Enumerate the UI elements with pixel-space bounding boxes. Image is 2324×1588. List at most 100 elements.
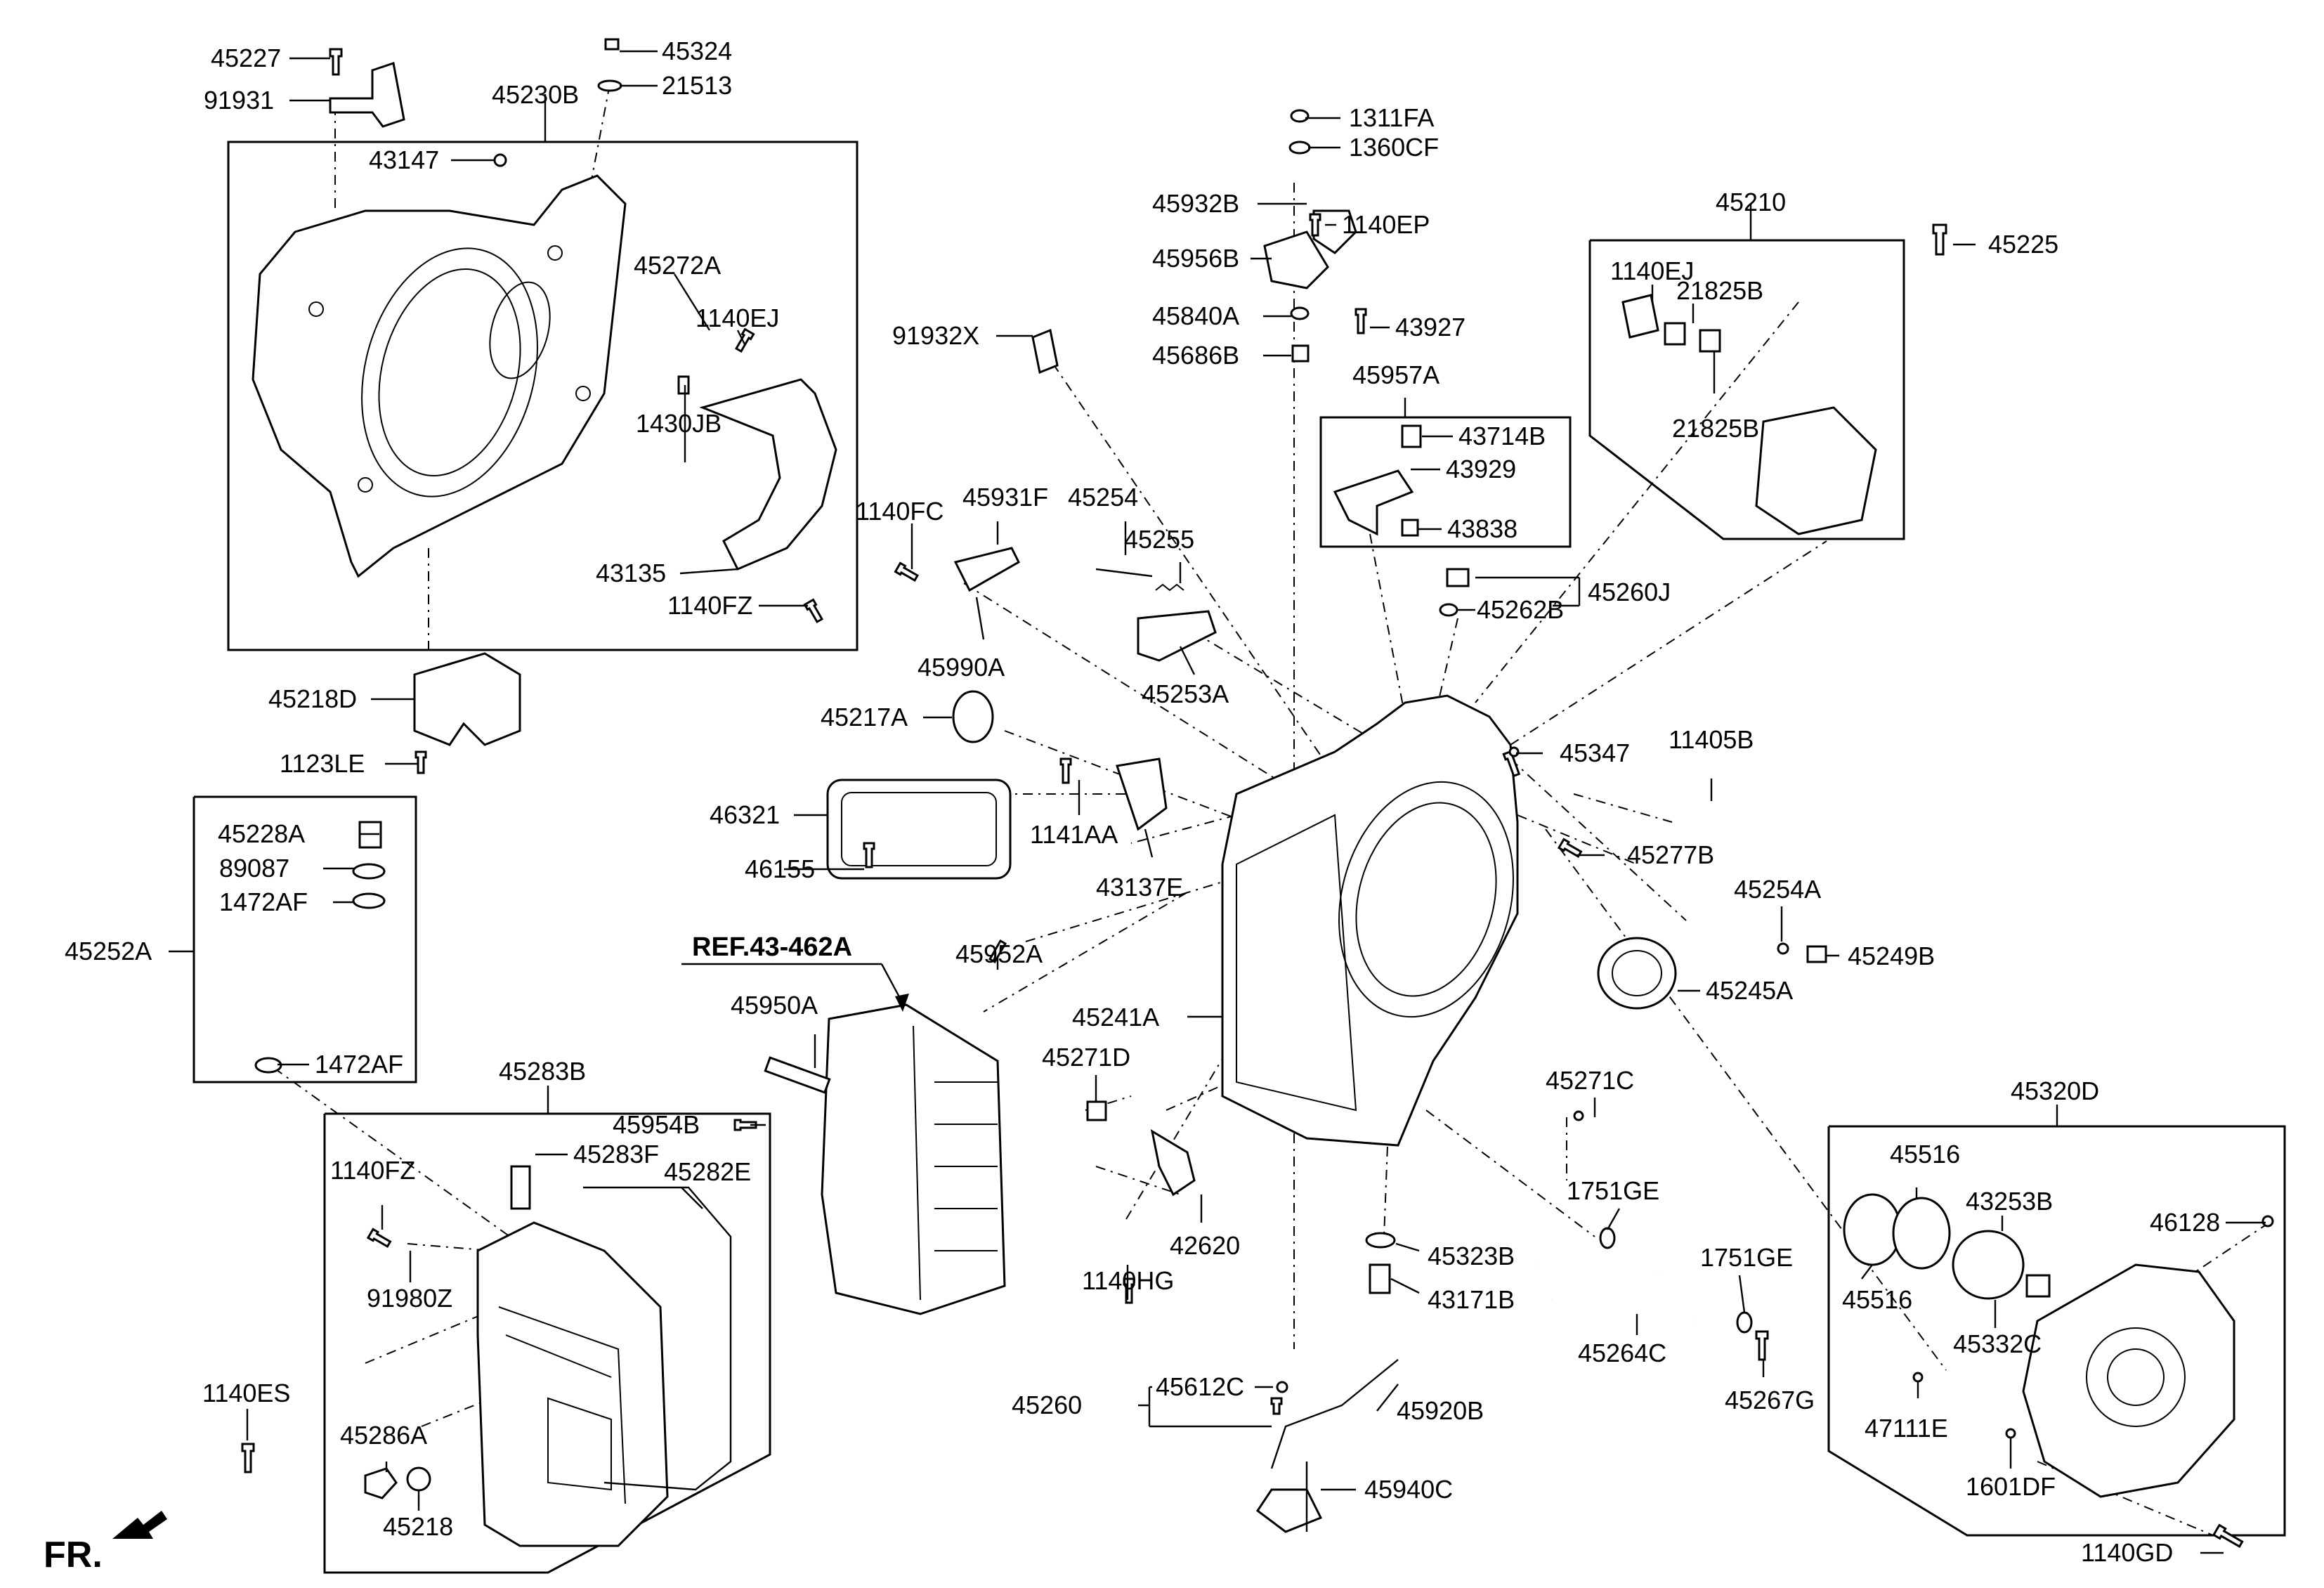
part-label[interactable]: 45267G <box>1725 1386 1815 1414</box>
front-marker: FR. <box>44 1535 103 1575</box>
part-label[interactable]: 91932X <box>892 321 979 350</box>
part-label[interactable]: 45225 <box>1988 230 2058 259</box>
part-label[interactable]: 45230B <box>492 80 579 109</box>
part-label[interactable]: 1360CF <box>1349 133 1439 162</box>
drain-plug-45283F <box>510 1165 531 1210</box>
part-label[interactable]: 91931 <box>204 86 274 115</box>
part-label[interactable]: 45323B <box>1428 1242 1515 1270</box>
part-label[interactable]: 89087 <box>219 854 289 883</box>
part-label[interactable]: 43838 <box>1447 514 1517 543</box>
part-label[interactable]: 45954B <box>613 1110 700 1139</box>
detent-lever-45253A <box>1137 610 1217 662</box>
part-label[interactable]: 46155 <box>745 854 815 883</box>
part-label[interactable]: 1140FZ <box>667 591 752 620</box>
part-label[interactable]: 1140EJ <box>696 304 779 332</box>
part-label[interactable]: 45920B <box>1397 1396 1484 1425</box>
part-label[interactable]: 1430JB <box>636 409 722 438</box>
part-label[interactable]: 45218D <box>268 684 357 713</box>
part-label[interactable]: 45277B <box>1627 840 1714 869</box>
part-label[interactable]: 45952A <box>955 939 1043 968</box>
part-label[interactable]: 45253A <box>1142 679 1229 708</box>
part-label[interactable]: 43135 <box>596 559 666 587</box>
part-label[interactable]: 43927 <box>1395 313 1465 341</box>
part-label[interactable]: 45320D <box>2011 1076 2099 1105</box>
part-label[interactable]: 21513 <box>662 71 732 100</box>
part-label[interactable]: 45262B <box>1477 595 1564 624</box>
part-label[interactable]: 1140EP <box>1342 210 1430 239</box>
part-label[interactable]: 43929 <box>1446 455 1516 483</box>
part-label[interactable]: 43137E <box>1096 873 1183 902</box>
part-label[interactable]: 45840A <box>1152 301 1239 330</box>
part-label[interactable]: 1311FA <box>1349 103 1434 132</box>
part-label[interactable]: 1140ES <box>202 1379 290 1407</box>
part-label[interactable]: 45228A <box>218 819 305 848</box>
part-label[interactable]: 45272A <box>634 251 721 280</box>
part-label[interactable]: 45217A <box>821 703 908 731</box>
part-label[interactable]: 45324 <box>662 37 732 65</box>
part-label[interactable]: 43147 <box>369 145 439 174</box>
part-label[interactable]: 45271C <box>1546 1066 1634 1095</box>
rear-cover-45320D <box>2022 1263 2235 1498</box>
part-label[interactable]: 45332C <box>1953 1329 2042 1358</box>
part-label[interactable]: 45255 <box>1124 525 1194 554</box>
part-label[interactable]: 45241A <box>1072 1003 1159 1031</box>
part-label[interactable]: 45347 <box>1560 738 1630 767</box>
part-label[interactable]: 21825B <box>1676 276 1763 305</box>
part-label[interactable]: 45612C <box>1156 1372 1244 1401</box>
part-label[interactable]: 43171B <box>1428 1285 1515 1314</box>
connector <box>1425 1109 1595 1237</box>
part-label[interactable]: 45990A <box>918 653 1005 682</box>
part-label[interactable]: 45932B <box>1152 189 1239 218</box>
part-label[interactable]: 45957A <box>1352 360 1440 389</box>
part-label[interactable]: 45264C <box>1578 1339 1666 1367</box>
reference-label[interactable]: REF.43-462A <box>692 932 852 962</box>
part-label[interactable]: 45254 <box>1068 483 1138 512</box>
part-label[interactable]: 45245A <box>1706 976 1793 1005</box>
part-label[interactable]: 43253B <box>1966 1187 2053 1216</box>
part-label[interactable]: 1472AF <box>315 1050 403 1079</box>
part-label[interactable]: 45227 <box>211 44 281 72</box>
part-label[interactable]: 45282E <box>664 1157 751 1186</box>
part-label[interactable]: 91980Z <box>367 1284 452 1313</box>
part-label[interactable]: 21825B <box>1672 414 1759 443</box>
part-label[interactable]: 45254A <box>1734 875 1821 904</box>
part-label[interactable]: 45249B <box>1848 942 1935 970</box>
part-label[interactable]: 1140GD <box>2081 1538 2173 1567</box>
part-label[interactable]: 1140HG <box>1082 1266 1174 1295</box>
part-label[interactable]: 1141AA <box>1030 820 1118 849</box>
part-label[interactable]: 1751GE <box>1700 1243 1793 1272</box>
part-label[interactable]: 1140FZ <box>330 1156 415 1185</box>
part-label[interactable]: 45218 <box>383 1512 453 1541</box>
part-label[interactable]: 45283B <box>499 1057 586 1086</box>
part-label[interactable]: 45210 <box>1716 188 1786 216</box>
part-label[interactable]: 45252A <box>65 937 152 965</box>
bushing-43714B <box>1401 424 1422 448</box>
part-label[interactable]: 1601DF <box>1966 1472 2056 1501</box>
part-label[interactable]: 45940C <box>1364 1475 1453 1504</box>
arrow-down-left-icon <box>112 1511 167 1539</box>
part-label[interactable]: 45950A <box>731 991 818 1020</box>
part-label[interactable]: 45283F <box>573 1140 659 1169</box>
part-label[interactable]: 45686B <box>1152 341 1239 370</box>
part-label[interactable]: 11405B <box>1669 725 1754 754</box>
part-label[interactable]: 1751GE <box>1567 1176 1659 1205</box>
part-label[interactable]: 45516 <box>1890 1140 1960 1169</box>
part-label[interactable]: 46128 <box>2150 1208 2220 1237</box>
part-label[interactable]: 1123LE <box>280 749 365 778</box>
part-label[interactable]: 45271D <box>1042 1043 1130 1072</box>
part-label[interactable]: 42620 <box>1170 1231 1240 1260</box>
part-label[interactable]: 1472AF <box>219 887 308 916</box>
part-label[interactable]: 43714B <box>1458 422 1546 450</box>
part-label[interactable]: 1140EJ <box>1610 256 1694 285</box>
bolt-icon <box>894 561 920 583</box>
part-label[interactable]: 46321 <box>710 800 780 829</box>
part-label[interactable]: 47111E <box>1865 1414 1948 1443</box>
part-label[interactable]: 45260J <box>1588 578 1671 606</box>
part-label[interactable]: 45956B <box>1152 244 1239 273</box>
part-label[interactable]: 45286A <box>340 1421 427 1450</box>
gasket-45323B <box>1365 1232 1396 1249</box>
part-label[interactable]: 1140FC <box>856 497 944 526</box>
part-label[interactable]: 45260 <box>1012 1391 1082 1419</box>
part-label[interactable]: 45516 <box>1842 1285 1912 1314</box>
part-label[interactable]: 45931F <box>962 483 1048 512</box>
